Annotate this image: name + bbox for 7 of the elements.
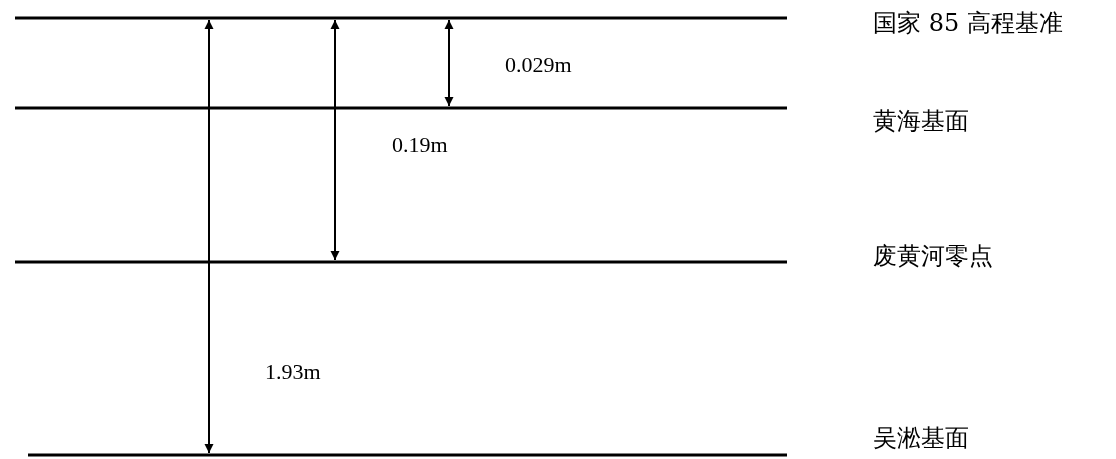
datum-label: 吴淞基面 [873,425,969,452]
datum-label: 黄海基面 [873,108,969,135]
dimension-value: 1.93m [265,360,321,385]
dimension-value: 0.19m [392,133,448,158]
datum-label: 废黄河零点 [873,243,993,270]
datum-label: 国家 85 高程基准 [873,10,1063,37]
dimension-value: 0.029m [505,53,572,78]
